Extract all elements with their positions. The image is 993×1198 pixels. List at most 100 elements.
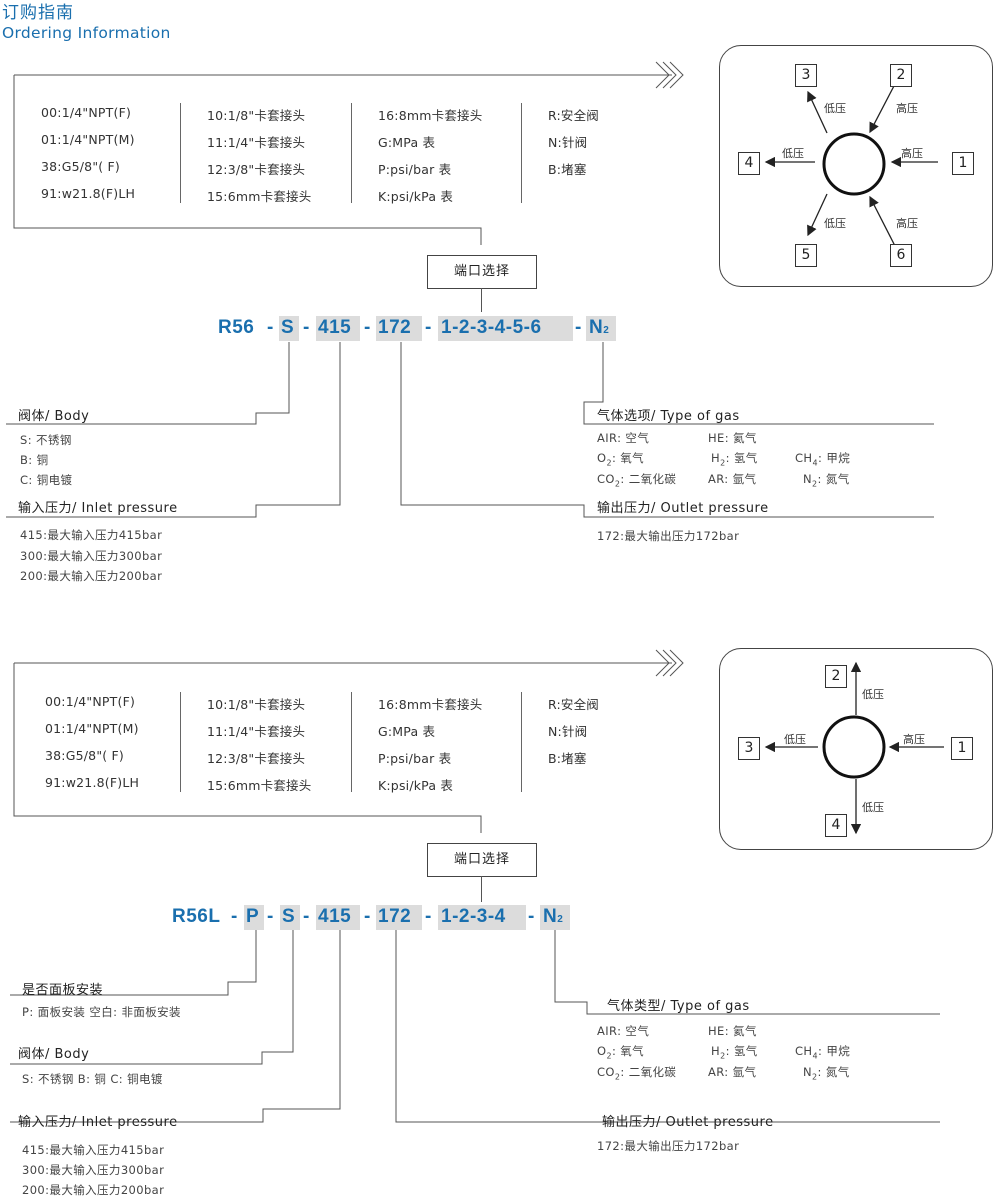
- port-diagram-arrows: [764, 83, 938, 247]
- option-item: 38:G5/8"( F): [45, 748, 124, 763]
- inlet-label-2: 输入压力/ Inlet pressure: [18, 1115, 178, 1130]
- connector-line: [481, 876, 482, 902]
- body-label-1: 阀体/ Body: [18, 409, 90, 424]
- gas-item: N2: 氮气: [803, 1065, 850, 1082]
- column-divider: [521, 103, 522, 203]
- high-pressure-label: 高压: [896, 217, 918, 230]
- port-select-box: 端口选择: [427, 843, 537, 877]
- low-pressure-label: 低压: [784, 733, 806, 746]
- code-inlet: 415: [318, 906, 352, 927]
- code-prefix: R56: [218, 317, 255, 338]
- port-number: 6: [890, 244, 912, 267]
- high-pressure-label: 高压: [896, 102, 918, 115]
- port-number: 1: [952, 152, 974, 175]
- panel-mount-option: P: 面板安装 空白: 非面板安装: [22, 1005, 181, 1019]
- code-dash: -: [364, 906, 371, 927]
- page-title-en: Ordering Information: [2, 24, 171, 42]
- code-dash: -: [528, 906, 535, 927]
- segment-bg: [376, 905, 422, 930]
- code-gas: N2: [543, 906, 564, 927]
- options-bracket-2: [13, 649, 684, 833]
- option-item: R:安全阀: [548, 108, 600, 123]
- option-item: G:MPa 表: [378, 135, 436, 150]
- gas-item: CO2: 二氧化碳: [597, 472, 677, 489]
- option-item: 12:3/8"卡套接头: [207, 162, 306, 177]
- low-pressure-label: 低压: [824, 102, 846, 115]
- low-pressure-label: 低压: [862, 801, 884, 814]
- option-item: 12:3/8"卡套接头: [207, 751, 306, 766]
- code-ports: 1-2-3-4-5-6: [441, 317, 542, 338]
- option-item: P:psi/bar 表: [378, 751, 452, 766]
- body-option: B: 铜: [20, 453, 49, 467]
- code-dash: -: [425, 317, 432, 338]
- code-prefix: R56L: [172, 906, 221, 927]
- page-title-cn: 订购指南: [2, 3, 74, 23]
- segment-bg: [316, 316, 360, 341]
- option-item: 15:6mm卡套接头: [207, 778, 312, 793]
- outlet-label-2: 输出压力/ Outlet pressure: [602, 1115, 774, 1130]
- option-item: N:针阀: [548, 135, 588, 150]
- port-number: 3: [738, 737, 760, 760]
- option-item: 16:8mm卡套接头: [378, 697, 483, 712]
- outlet-option: 172:最大输出压力172bar: [597, 529, 740, 543]
- port-number: 4: [738, 152, 760, 175]
- option-item: 11:1/4"卡套接头: [207, 724, 306, 739]
- option-item: B:堵塞: [548, 162, 587, 177]
- option-item: K:psi/kPa 表: [378, 189, 454, 204]
- port-number: 3: [795, 64, 817, 87]
- port-diagram-1: 3 2 4 1 5 6 低压 高压 低压 高压 低压 高压: [719, 45, 993, 287]
- panel-mount-label: 是否面板安装: [22, 983, 104, 998]
- connector-line: [481, 288, 482, 312]
- segment-bg: [280, 905, 300, 930]
- inlet-option: 200:最大输入压力200bar: [22, 1183, 165, 1197]
- code-outlet: 172: [378, 317, 412, 338]
- code-dash: -: [267, 317, 274, 338]
- inlet-option: 200:最大输入压力200bar: [20, 569, 163, 583]
- body-option: S: 不锈钢: [20, 433, 72, 447]
- code-dash: -: [364, 317, 371, 338]
- gas-label-1: 气体选项/ Type of gas: [597, 409, 740, 424]
- segment-bg: [376, 316, 422, 341]
- option-item: 10:1/8"卡套接头: [207, 108, 306, 123]
- port-diagram-arrows: [764, 661, 944, 835]
- column-divider: [521, 692, 522, 792]
- option-item: 01:1/4"NPT(M): [45, 721, 139, 736]
- code-ports: 1-2-3-4: [441, 906, 506, 927]
- high-pressure-label: 高压: [903, 733, 925, 746]
- column-divider: [351, 103, 352, 203]
- gas-item: AR: 氩气: [708, 1065, 757, 1079]
- inlet-option: 415:最大输入压力415bar: [20, 528, 163, 542]
- code-body: S: [282, 906, 296, 927]
- body-option: C: 铜电镀: [20, 473, 73, 487]
- segment-bg: [279, 316, 299, 341]
- option-item: G:MPa 表: [378, 724, 436, 739]
- segment-bg: [586, 316, 616, 341]
- high-pressure-label: 高压: [901, 147, 923, 160]
- gas-item: CH4: 甲烷: [795, 451, 851, 468]
- outlet-label-1: 输出压力/ Outlet pressure: [597, 501, 769, 516]
- option-item: 16:8mm卡套接头: [378, 108, 483, 123]
- segment-bg: [540, 905, 570, 930]
- gas-item: O2: 氧气: [597, 451, 645, 468]
- segment-bg: [316, 905, 360, 930]
- port-number: 5: [795, 244, 817, 267]
- inlet-option: 300:最大输入压力300bar: [20, 549, 163, 563]
- gas-item: AIR: 空气: [597, 431, 650, 445]
- gas-label-2: 气体类型/ Type of gas: [607, 999, 750, 1014]
- gas-item: AIR: 空气: [597, 1024, 650, 1038]
- callout-lines-1: [6, 342, 934, 518]
- code-dash: -: [231, 906, 238, 927]
- low-pressure-label: 低压: [862, 688, 884, 701]
- segment-bg: [438, 316, 573, 341]
- column-divider: [180, 103, 181, 203]
- option-item: K:psi/kPa 表: [378, 778, 454, 793]
- segment-bg: [244, 905, 264, 930]
- code-dash: -: [303, 317, 310, 338]
- gas-item: HE: 氦气: [708, 1024, 757, 1038]
- gas-item: O2: 氧气: [597, 1044, 645, 1061]
- gas-item: N2: 氮气: [803, 472, 850, 489]
- option-item: N:针阀: [548, 724, 588, 739]
- option-item: 38:G5/8"( F): [41, 159, 120, 174]
- outlet-option: 172:最大输出压力172bar: [597, 1139, 740, 1153]
- option-item: 11:1/4"卡套接头: [207, 135, 306, 150]
